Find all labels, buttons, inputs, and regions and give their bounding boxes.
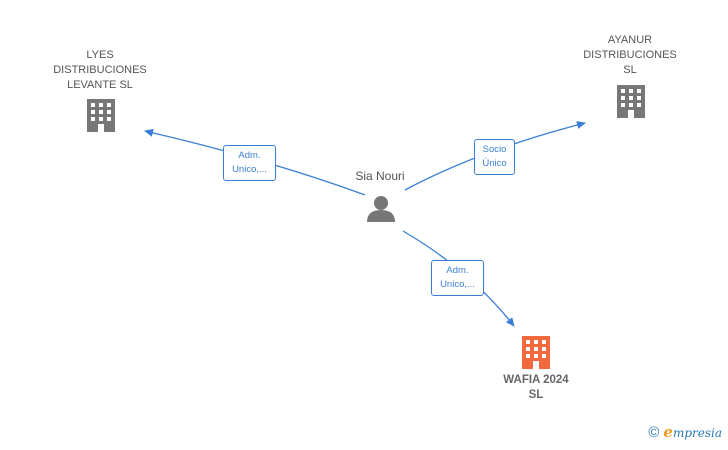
person-name-label[interactable]: Sia Nouri bbox=[355, 169, 405, 183]
edge-label-adm-unico-wafia[interactable]: Adm. Unico,... bbox=[431, 260, 484, 296]
brand-initial: e bbox=[663, 423, 673, 441]
building-icon[interactable] bbox=[87, 99, 115, 132]
building-icon[interactable] bbox=[522, 336, 550, 369]
node-label-wafia[interactable]: WAFIA 2024 SL bbox=[503, 374, 569, 401]
node-label-ayanur[interactable]: AYANUR DISTRIBUCIONES SL bbox=[583, 34, 677, 76]
copyright-symbol: © bbox=[648, 424, 660, 441]
edge-label-socio-unico[interactable]: Socio Único bbox=[474, 139, 515, 175]
person-icon[interactable] bbox=[367, 196, 395, 222]
edge-label-adm-unico-lyes[interactable]: Adm. Unico,... bbox=[223, 145, 276, 181]
node-label-lyes[interactable]: LYES DISTRIBUCIONES LEVANTE SL bbox=[53, 49, 147, 91]
empresia-logo[interactable]: © empresia bbox=[648, 423, 722, 442]
building-icon[interactable] bbox=[617, 85, 645, 118]
brand-name: mpresia bbox=[672, 426, 722, 440]
